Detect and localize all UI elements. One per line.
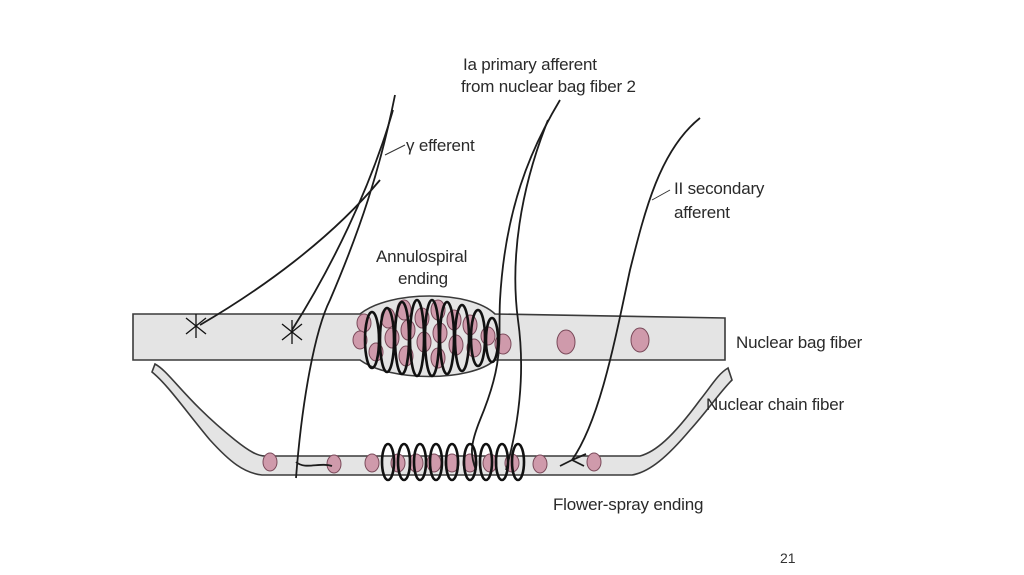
nucleus [630, 327, 650, 353]
nucleus [384, 327, 400, 349]
nuclear-bag-fiber-label: Nuclear bag fiber [736, 333, 863, 352]
gamma-efferent-label: γ efferent [406, 136, 475, 155]
nucleus [352, 330, 368, 350]
ia-primary-label-line1: Ia primary afferent [463, 55, 597, 74]
annulospiral-label-line2: ending [398, 269, 448, 288]
ia-primary-label-line2: from nuclear bag fiber 2 [461, 77, 636, 96]
nuclear-chain-fiber [151, 362, 733, 476]
nucleus [556, 329, 576, 355]
gamma-efferent-leader [384, 144, 406, 156]
annulospiral-coils [363, 298, 500, 378]
nucleus [262, 452, 278, 472]
ii-secondary-label-line2: afferent [674, 203, 730, 222]
nucleus [480, 326, 496, 346]
ia-primary-afferent-fiber [471, 99, 561, 471]
slide-number: 21 [780, 550, 796, 566]
nucleus [532, 454, 548, 474]
nucleus [326, 454, 342, 474]
nucleus [364, 453, 380, 473]
flower-spray-ending-label: Flower-spray ending [553, 495, 703, 514]
chain-fiber-coils [380, 442, 526, 482]
ii-secondary-afferent-fiber [571, 117, 701, 461]
ii-secondary-leader [651, 189, 671, 201]
nuclear-chain-fiber-label: Nuclear chain fiber [706, 395, 844, 414]
annulospiral-label-line1: Annulospiral [376, 247, 467, 266]
nucleus [586, 452, 602, 472]
flower-spray-branch [559, 453, 587, 467]
gamma-efferent-fiber [185, 94, 396, 479]
ii-secondary-label-line1: II secondary [674, 179, 765, 198]
